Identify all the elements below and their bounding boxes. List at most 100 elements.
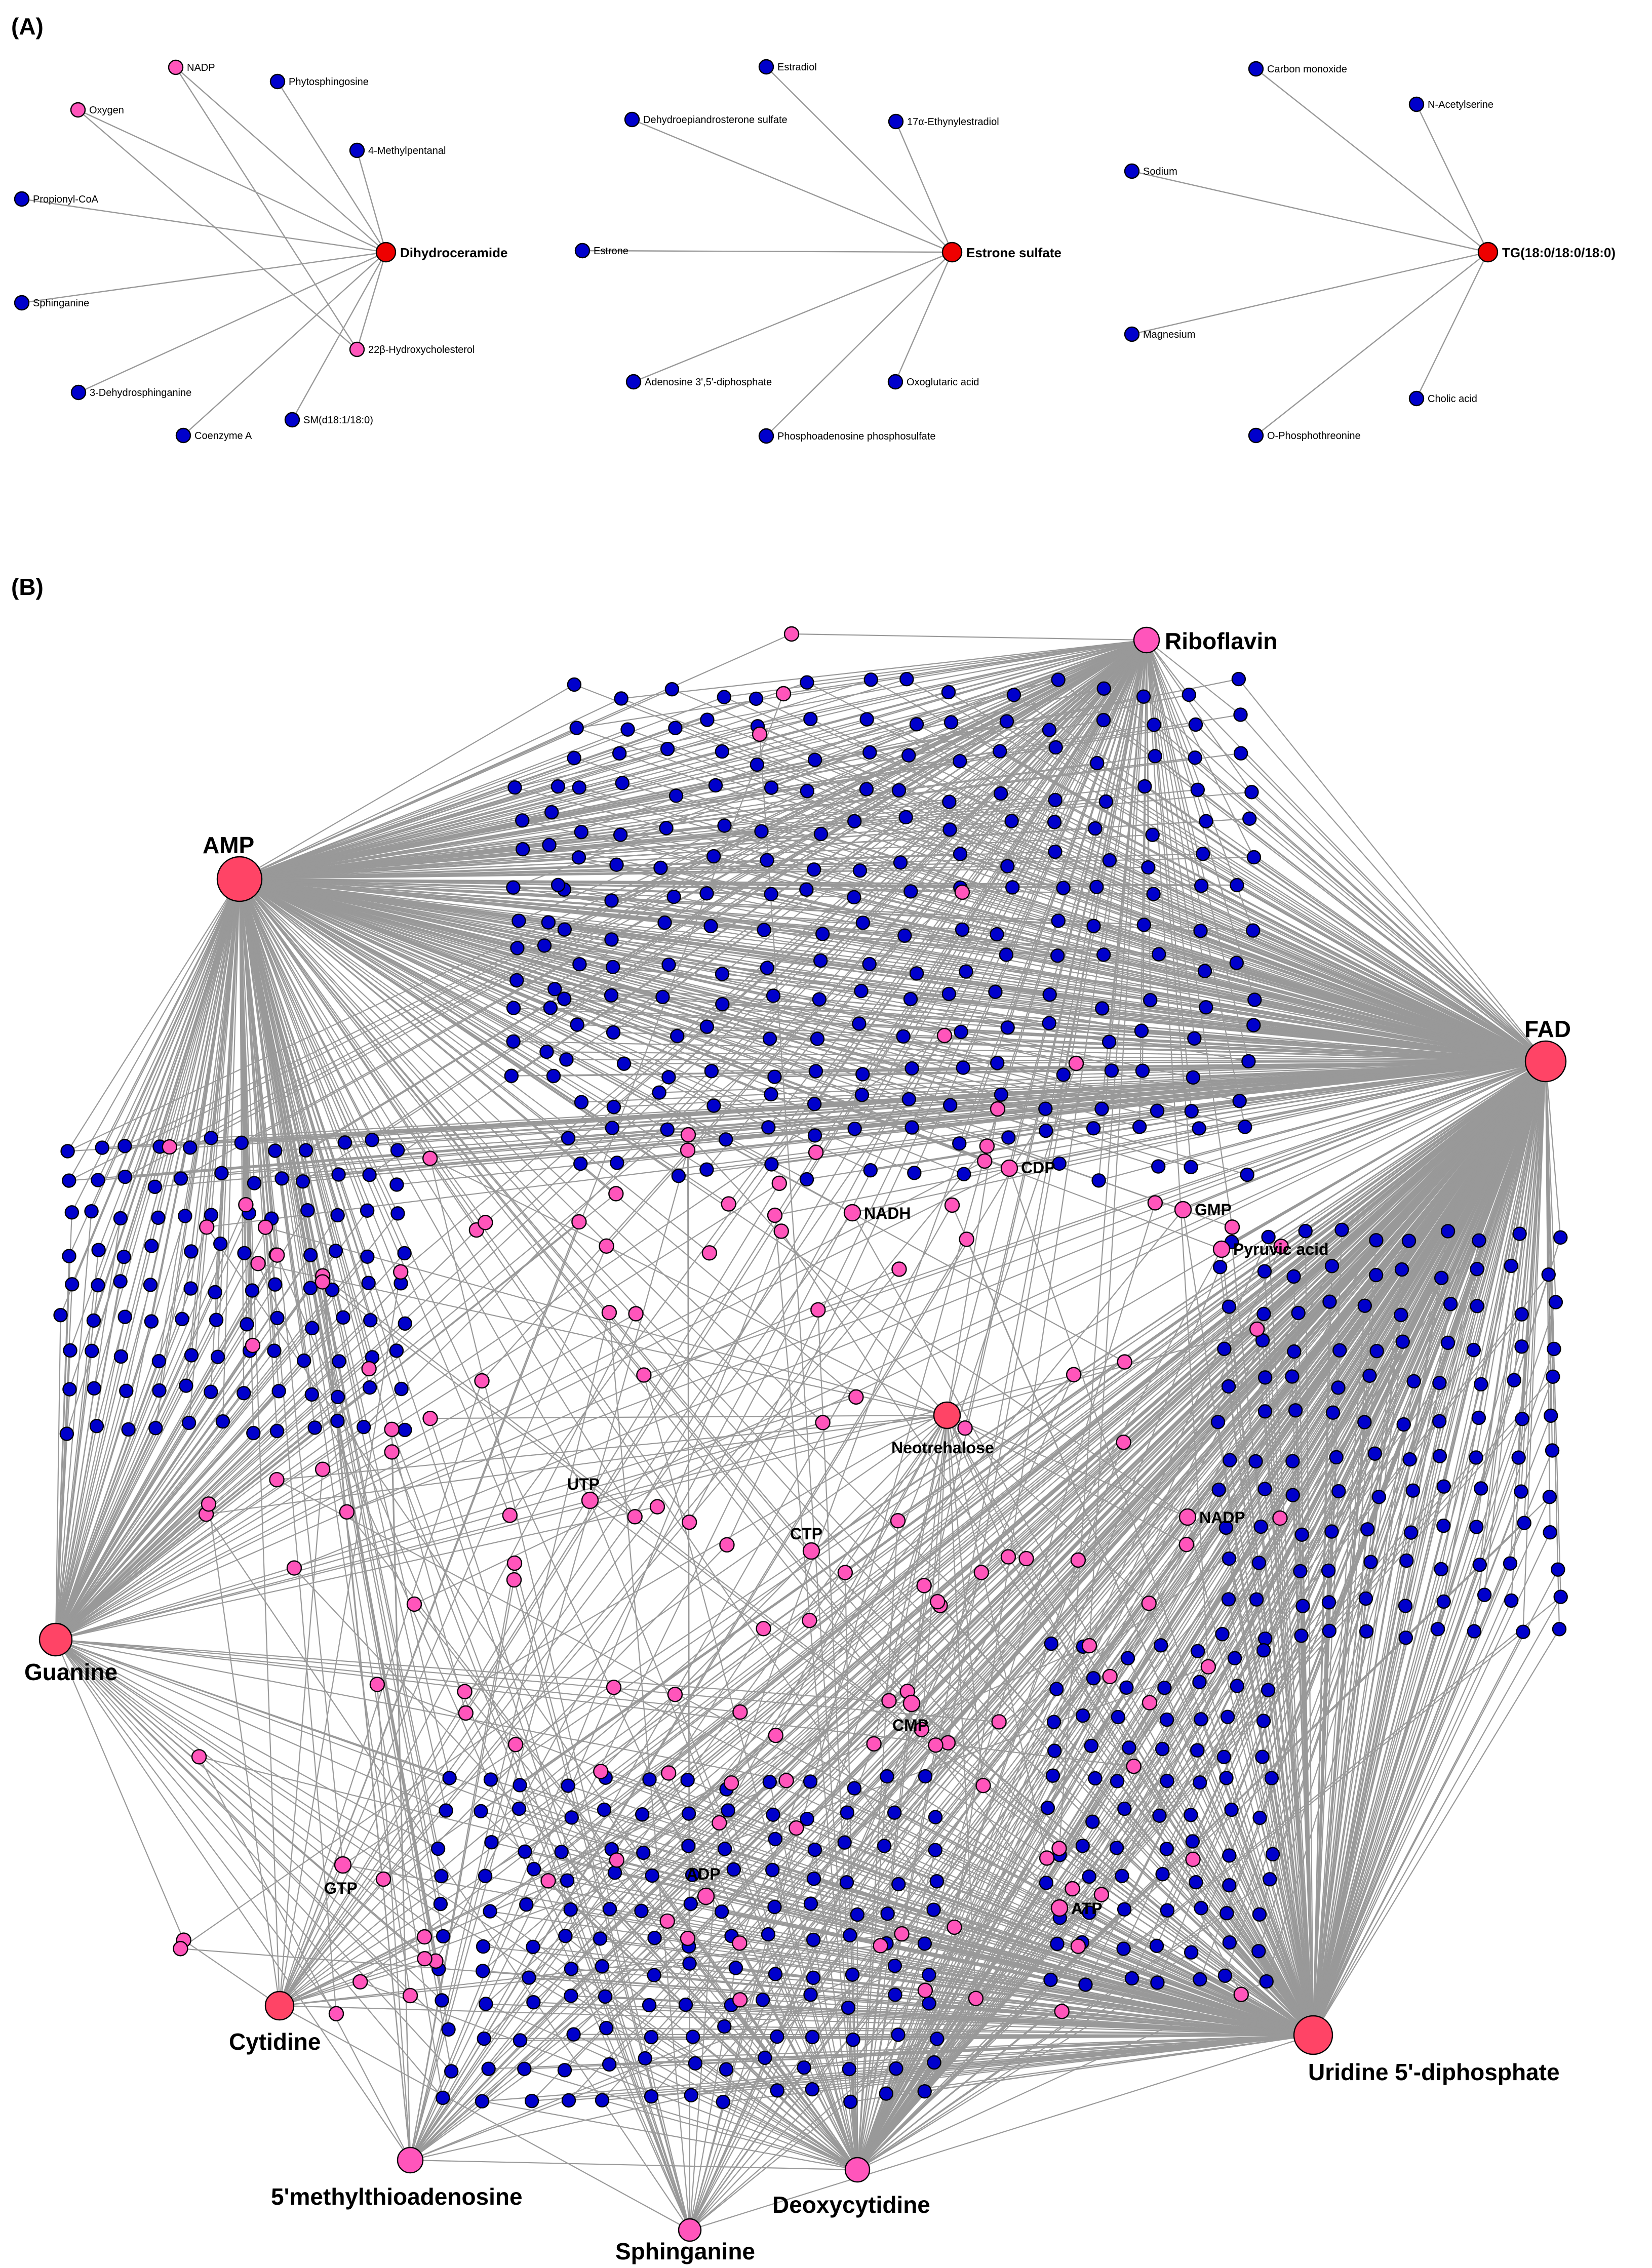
edge	[210, 879, 241, 1392]
node-blue	[240, 1317, 254, 1332]
node-pink	[606, 1680, 622, 1695]
node-blue	[843, 2094, 858, 2110]
edge	[239, 879, 255, 1183]
node-blue	[1117, 1801, 1132, 1816]
node-blue	[1512, 1226, 1527, 1241]
node-blue	[1046, 1715, 1061, 1729]
edge	[1088, 1061, 1546, 1877]
node-label-sphinganine: Sphinganine	[33, 298, 89, 309]
edge	[180, 640, 1147, 1179]
node-blue	[859, 782, 874, 797]
edge	[279, 1691, 908, 2006]
edge	[809, 1415, 948, 1621]
node-blue	[1286, 1269, 1301, 1284]
edge	[239, 684, 575, 880]
node-blue	[764, 780, 779, 795]
edge	[346, 1060, 1546, 1513]
node-blue	[113, 1274, 128, 1289]
node-blue	[303, 1248, 318, 1262]
edge	[55, 1388, 402, 1640]
edge	[1440, 1061, 1547, 1570]
edge	[852, 1060, 1546, 1214]
node-blue	[1548, 1295, 1563, 1309]
edge	[928, 1061, 1546, 1975]
edge	[369, 1060, 1546, 1176]
node-blue	[683, 1896, 698, 1912]
node-pink	[1224, 1219, 1240, 1235]
node-blue	[1088, 821, 1103, 836]
edge	[724, 2025, 1314, 2036]
node-blue	[612, 746, 627, 761]
node-sm-d18-1-18-0	[284, 412, 300, 428]
hub-amp	[216, 856, 263, 902]
node-label-oxygen: Oxygen	[89, 105, 124, 116]
node-pink	[375, 1871, 391, 1887]
node-blue	[879, 2086, 893, 2101]
edge	[55, 1160, 985, 1640]
node-label-4-methylpentanal: 4-Methylpentanal	[368, 145, 446, 156]
node-pink	[422, 1410, 438, 1426]
node-blue	[1360, 1522, 1375, 1537]
node-blue	[855, 916, 871, 930]
edge	[55, 1168, 1010, 1640]
node-pink	[238, 1197, 254, 1213]
node-label-sm-d18-1-18-0: SM(d18:1/18:0)	[303, 415, 373, 426]
edge	[1255, 252, 1488, 436]
edge	[239, 879, 1000, 1723]
node-blue	[1256, 1306, 1271, 1322]
node-blue	[1255, 1749, 1270, 1764]
node-pink	[848, 1389, 864, 1405]
node-pink	[1178, 1536, 1195, 1553]
edge	[852, 1212, 1314, 2036]
edge	[410, 1859, 617, 2161]
edge	[55, 1328, 313, 1640]
node-blue	[1436, 1594, 1451, 1609]
edge	[55, 640, 1147, 1640]
node-blue	[1241, 1054, 1256, 1069]
node-blue	[267, 1277, 283, 1292]
edge	[1195, 1882, 1314, 2036]
node-label-dehydroepiandrosterone-sulfate: Dehydroepiandrosterone sulfate	[643, 114, 788, 126]
node-blue	[300, 1203, 315, 1218]
node-pink	[680, 1142, 696, 1158]
node-blue	[715, 967, 730, 981]
edge	[947, 1328, 1257, 1416]
edge	[360, 1061, 1546, 1982]
edge	[294, 1060, 1546, 1569]
edge	[55, 1288, 311, 1640]
node-blue	[476, 1939, 491, 1954]
edge	[55, 1319, 183, 1640]
node-blue	[1000, 1020, 1015, 1035]
edge	[55, 1421, 223, 1640]
hub-deoxycytidine	[844, 2157, 871, 2183]
edge	[689, 1743, 875, 2231]
node-blue	[606, 1099, 621, 1115]
node-blue	[1000, 859, 1015, 873]
edge	[946, 1415, 1009, 1557]
edge	[356, 252, 387, 350]
node-blue	[483, 1772, 498, 1787]
edge	[239, 879, 955, 1928]
node-blue	[1194, 879, 1209, 893]
node-blue	[1394, 1307, 1408, 1323]
edge	[1197, 1750, 1314, 2036]
node-pink	[881, 1693, 897, 1708]
edge	[55, 1211, 92, 1640]
node-blue	[815, 927, 830, 941]
node-blue	[1253, 1519, 1268, 1534]
edge	[124, 879, 241, 1146]
node-blue	[595, 1959, 610, 1974]
node-blue	[475, 2094, 490, 2108]
edge	[239, 788, 867, 880]
node-blue	[1042, 1016, 1056, 1030]
node-blue	[1051, 672, 1066, 687]
edge	[813, 1878, 1314, 2036]
edge	[1312, 1302, 1556, 2036]
node-blue	[1298, 1224, 1313, 1239]
edge	[120, 879, 241, 1282]
edge	[739, 1061, 1546, 2001]
edge	[1202, 853, 1546, 1062]
node-17-ethynylestradiol	[888, 113, 904, 130]
edge	[1162, 1748, 1314, 2036]
edge	[55, 1255, 278, 1640]
